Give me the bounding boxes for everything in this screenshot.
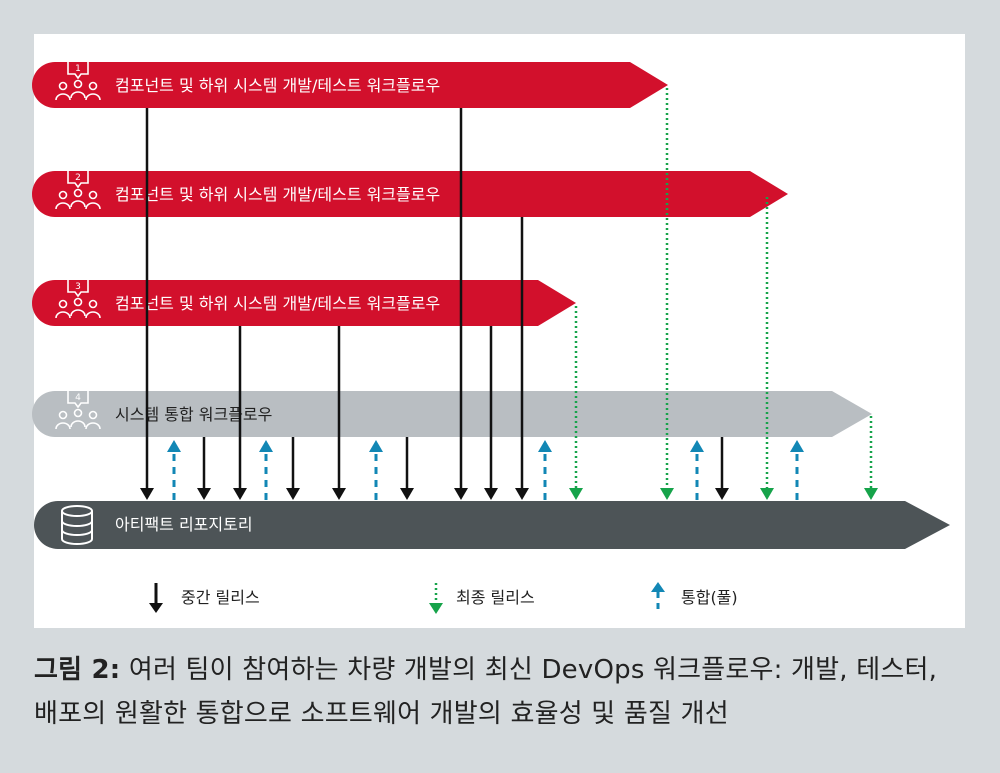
legend-integration-label: 통합(풀) [681,588,738,607]
legend-interim-label: 중간 릴리스 [181,588,260,607]
workflow-2-label: 컴포넌트 및 하위 시스템 개발/테스트 워크플로우 [115,185,440,204]
legend-final-label: 최종 릴리스 [456,588,535,607]
workflow-1-band: 컴포넌트 및 하위 시스템 개발/테스트 워크플로우 [32,62,668,108]
figure-caption-label: 그림 2: [34,655,121,685]
database-icon [61,505,93,545]
integration-pull-arrow [167,440,181,452]
interim-release-arrow [332,488,346,500]
legend-interim-icon [149,583,163,613]
workflow-4-band: 시스템 통합 워크플로우 [32,391,872,437]
repository-band: 아티팩트 리포지토리 [34,501,950,549]
interim-release-arrow [233,488,247,500]
final-release-arrow [760,488,774,500]
team-1-number: 1 [75,64,81,74]
workflow-1-label: 컴포넌트 및 하위 시스템 개발/테스트 워크플로우 [115,76,440,95]
team-2-icon: 2 [55,169,101,210]
team-3-icon: 3 [55,278,101,319]
integration-pull-arrow [538,440,552,452]
final-release-arrow [569,488,583,500]
legend: 중간 릴리스 최종 릴리스 통합(풀) [149,582,738,614]
repository-label: 아티팩트 리포지토리 [115,515,253,534]
workflow-4-label: 시스템 통합 워크플로우 [115,405,272,424]
workflow-3-band: 컴포넌트 및 하위 시스템 개발/테스트 워크플로우 [32,280,576,326]
integration-pull-arrow [690,440,704,452]
interim-release-arrow [484,488,498,500]
interim-release-arrow [715,488,729,500]
figure-caption: 그림 2: 여러 팀이 참여하는 차량 개발의 최신 DevOps 워크플로우:… [34,648,964,736]
interim-release-arrow [140,488,154,500]
final-release-arrow [660,488,674,500]
team-4-number: 4 [75,393,81,403]
workflow-3-label: 컴포넌트 및 하위 시스템 개발/테스트 워크플로우 [115,294,440,313]
integration-pull-arrow [259,440,273,452]
legend-integration-icon [651,582,665,614]
figure-caption-text: 여러 팀이 참여하는 차량 개발의 최신 DevOps 워크플로우: 개발, 테… [34,655,938,729]
interim-release-arrow [286,488,300,500]
workflow-2-band: 컴포넌트 및 하위 시스템 개발/테스트 워크플로우 [32,171,788,217]
interim-release-arrow [454,488,468,500]
team-3-number: 3 [75,282,81,292]
final-release-arrow [864,488,878,500]
legend-final-icon [429,583,443,614]
team-4-icon: 4 [55,389,101,430]
interim-release-arrow [400,488,414,500]
team-2-number: 2 [75,173,81,183]
integration-pull-arrow [790,440,804,452]
integration-pull-arrow [369,440,383,452]
interim-release-arrow [197,488,211,500]
team-1-icon: 1 [55,60,101,101]
interim-release-arrow [515,488,529,500]
